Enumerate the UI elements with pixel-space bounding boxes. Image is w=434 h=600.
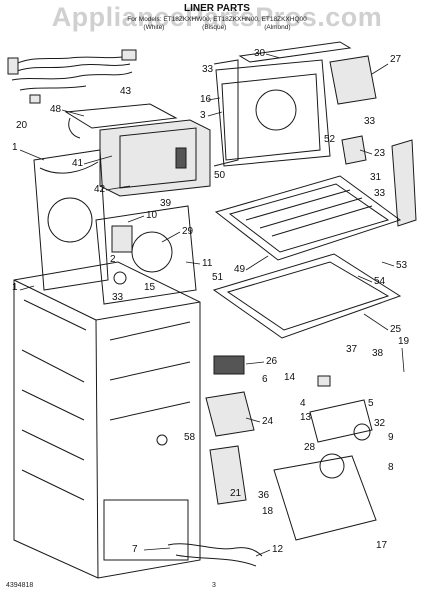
diagram-title: LINER PARTS [184, 3, 250, 14]
leader-line-27-1 [371, 63, 389, 75]
callout-label-1-1: 1 [12, 142, 18, 153]
leader-line-23-1 [359, 149, 373, 155]
leader-line-30-1 [265, 53, 281, 59]
callout-label-51: 51 [212, 272, 224, 283]
callout-label-42: 42 [94, 184, 106, 195]
leader-line-7-1 [143, 547, 171, 551]
callout-label-36: 36 [258, 490, 270, 501]
callout-label-43: 43 [120, 86, 132, 97]
small-parts-drawing [156, 355, 377, 567]
callout-label-10: 10 [146, 210, 158, 221]
callout-label-29: 29 [182, 226, 194, 237]
callout-label-27: 27 [390, 54, 402, 65]
callout-label-50: 50 [214, 170, 226, 181]
color-white: (White) [143, 24, 165, 31]
callout-label-13: 13 [300, 412, 312, 423]
upper-panel-drawing [213, 59, 331, 167]
callout-label-9: 9 [388, 432, 394, 443]
callout-label-2: 2 [110, 254, 116, 265]
fan-assembly-drawing [95, 205, 197, 305]
callout-label-32: 32 [374, 418, 386, 429]
callout-label-20: 20 [16, 120, 28, 131]
callout-label-49: 49 [234, 264, 246, 275]
callout-label-5: 5 [368, 398, 374, 409]
bracket-drawing [64, 103, 178, 139]
doc-number: 4394818 [6, 582, 34, 589]
leader-line-54-1 [357, 275, 373, 283]
callout-label-33-2: 33 [364, 116, 376, 127]
callout-label-3: 3 [200, 110, 206, 121]
leader-line-25-1 [363, 313, 389, 331]
callout-label-30: 30 [254, 48, 266, 59]
leader-line-16-1 [207, 97, 221, 101]
leader-line-12-1 [255, 549, 271, 557]
models-line: For Models: ET18ZKXHW00, ET18ZKXHN00, ET… [127, 16, 307, 23]
leader-line-11-1 [185, 261, 201, 265]
callout-label-41: 41 [72, 158, 84, 169]
leader-line-19-1 [401, 347, 405, 373]
upper-shelf-drawing [214, 175, 402, 261]
leader-line-26-1 [245, 361, 265, 365]
color-bisque: (Bisque) [202, 24, 227, 31]
evaporator-cover-drawing [33, 149, 109, 291]
callout-label-18: 18 [262, 506, 274, 517]
callout-label-24: 24 [262, 416, 274, 427]
callout-label-25: 25 [390, 324, 402, 335]
callout-label-11: 11 [202, 258, 213, 269]
callout-label-15: 15 [144, 282, 156, 293]
callout-label-54: 54 [374, 276, 386, 287]
lower-shelf-drawing [212, 253, 402, 339]
leader-line-24-1 [245, 417, 261, 423]
control-housing-drawing [99, 119, 211, 197]
leader-line-48-1 [61, 109, 85, 117]
callout-label-31: 31 [370, 172, 382, 183]
callout-label-26: 26 [266, 356, 278, 367]
callout-label-19: 19 [398, 336, 410, 347]
leader-line-29-1 [161, 231, 181, 243]
callout-label-14: 14 [284, 372, 296, 383]
callout-label-53: 53 [396, 260, 408, 271]
callout-label-12: 12 [272, 544, 284, 555]
callout-label-52: 52 [324, 134, 336, 145]
callout-label-21: 21 [230, 488, 242, 499]
callout-label-39: 39 [160, 198, 172, 209]
callout-label-37: 37 [346, 344, 358, 355]
liner-drawing [13, 261, 201, 579]
callout-label-33-1: 33 [202, 64, 214, 75]
leader-line-49-1 [245, 255, 269, 271]
leader-line-3-1 [207, 111, 223, 117]
callout-label-38: 38 [372, 348, 384, 359]
color-almond: (Almond) [264, 24, 291, 31]
leader-line-1-2 [19, 285, 35, 291]
leader-line-53-1 [381, 261, 395, 267]
callout-label-7: 7 [132, 544, 138, 555]
wire-harness-drawing [7, 49, 137, 104]
leader-line-1-1 [19, 149, 45, 161]
callout-label-16: 16 [200, 94, 212, 105]
callout-label-1-2: 1 [12, 282, 18, 293]
page-number: 3 [212, 582, 216, 589]
callout-label-4: 4 [300, 398, 306, 409]
leader-lines [19, 53, 405, 557]
leader-line-42-1 [105, 185, 131, 191]
callout-label-8: 8 [388, 462, 394, 473]
gasket-drawing [238, 41, 352, 63]
leader-line-10-1 [127, 215, 145, 223]
callout-label-58: 58 [184, 432, 196, 443]
callout-label-6: 6 [262, 374, 268, 385]
callout-label-48: 48 [50, 104, 62, 115]
color-variants: (White) (Bisque) (Almond) [0, 24, 434, 31]
callout-label-28: 28 [304, 442, 316, 453]
leader-line-41-1 [83, 155, 113, 165]
crisper-drawing [329, 55, 417, 227]
callout-label-33-3: 33 [374, 188, 386, 199]
callout-label-33-4: 33 [112, 292, 124, 303]
watermark: AppliancePartsPros.com [51, 2, 383, 32]
callout-label-23: 23 [374, 148, 386, 159]
callout-label-17: 17 [376, 540, 388, 551]
